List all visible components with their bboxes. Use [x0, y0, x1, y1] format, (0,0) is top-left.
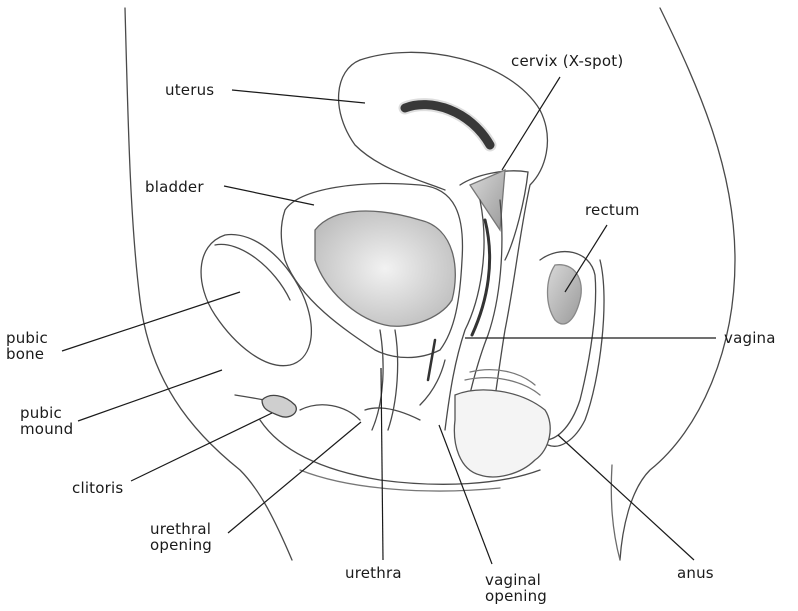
label-urethra: urethra: [345, 565, 402, 581]
bladder-inner: [315, 211, 455, 326]
leader-rectum: [565, 225, 607, 292]
label-pubic-mound: pubic mound: [20, 405, 73, 437]
leader-bladder: [224, 186, 314, 205]
leader-clitoris: [131, 413, 272, 481]
label-rectum: rectum: [585, 202, 640, 218]
label-bladder: bladder: [145, 179, 204, 195]
leader-anus: [558, 435, 694, 560]
label-urethral-opening: urethral opening: [150, 521, 212, 553]
leader-cervix: [502, 77, 560, 170]
label-uterus: uterus: [165, 82, 214, 98]
leader-pubic-bone: [62, 292, 240, 351]
label-cervix: cervix (X-spot): [511, 53, 623, 69]
leader-urethra: [381, 368, 383, 560]
label-clitoris: clitoris: [72, 480, 123, 496]
leader-pubic-mound: [78, 370, 222, 421]
body-outline-right: [620, 8, 735, 560]
leader-uterus: [232, 90, 365, 103]
anus-region: [454, 390, 550, 477]
label-anus: anus: [677, 565, 714, 581]
label-vagina: vagina: [724, 330, 776, 346]
clitoris-shape: [262, 395, 296, 417]
leader-urethral-opening: [228, 422, 361, 533]
label-vaginal-opening: vaginal opening: [485, 572, 547, 604]
label-pubic-bone: pubic bone: [6, 330, 48, 362]
pubic-bone-outline: [201, 234, 311, 365]
